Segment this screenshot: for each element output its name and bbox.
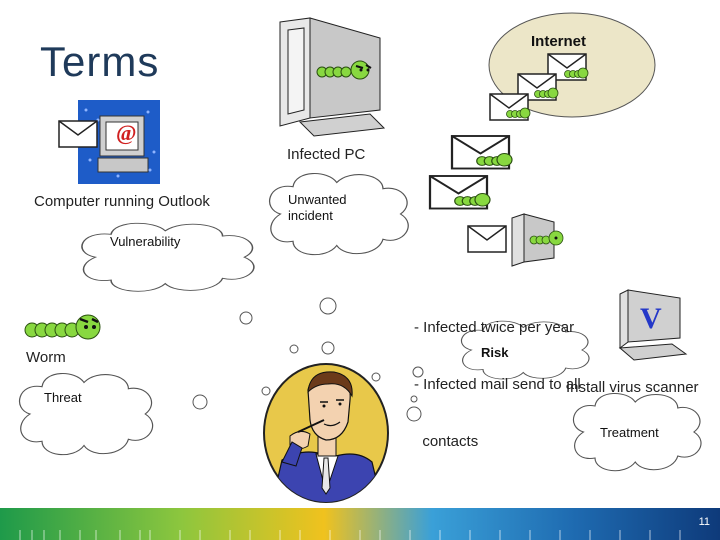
envelope-icon <box>450 134 514 170</box>
vulnerability-label: Vulnerability <box>110 234 181 249</box>
person-illustration <box>263 363 389 503</box>
at-icon: @ <box>116 120 137 145</box>
computer-outlook-label: Computer running Outlook <box>34 193 210 210</box>
envelope-icon <box>428 174 492 210</box>
treatment-label: Treatment <box>600 425 659 440</box>
virus-scanner-computer <box>618 289 688 361</box>
unwanted-incident-label: Unwanted incident <box>288 192 347 223</box>
footer-bar <box>0 508 720 540</box>
infected-remote-computer <box>467 213 564 267</box>
risk-label: Risk <box>481 345 509 360</box>
slide-title: Terms <box>40 38 160 85</box>
threat-label: Threat <box>44 390 82 405</box>
worm-label: Worm <box>26 349 66 366</box>
threat-cloud <box>18 372 154 456</box>
install-scanner-label: Install virus scanner <box>566 379 699 396</box>
risk-details: - Infected twice per year - Infected mai… <box>414 319 581 450</box>
virus-scanner-icon: V <box>640 302 662 335</box>
internet-label: Internet <box>531 33 587 50</box>
envelope-icon <box>58 120 98 148</box>
worm-icon <box>316 60 372 80</box>
infected-envelopes <box>428 53 589 210</box>
thought-bubbles <box>192 297 424 422</box>
page-number: 11 <box>698 516 710 528</box>
infected-pc-label: Infected PC <box>287 146 366 163</box>
envelope-icon <box>489 93 531 121</box>
worm-icon <box>24 314 101 340</box>
